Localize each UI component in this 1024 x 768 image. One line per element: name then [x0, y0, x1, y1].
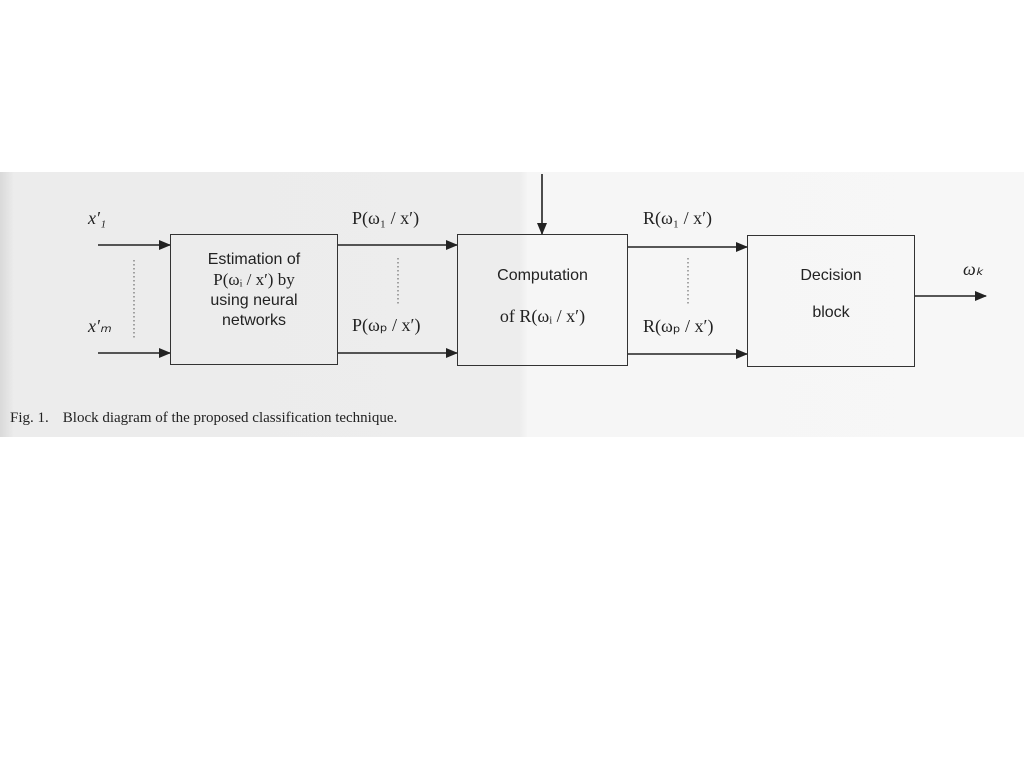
computation-block — [457, 234, 628, 366]
computation-title: Computation — [497, 267, 588, 284]
risk-first-label: R(ω₁ / x′) — [643, 208, 713, 228]
risk-last-label: R(ωₚ / x′) — [643, 316, 714, 336]
decision-title: Decision — [800, 267, 862, 284]
block-diagram-figure: Estimation of P(ωᵢ / x′) by using neural… — [0, 172, 1024, 437]
connection-lines — [98, 174, 987, 359]
estimation-block — [170, 234, 338, 365]
input-last-label: x′ₘ — [88, 316, 112, 336]
decision-subtitle: block — [812, 304, 850, 321]
estimation-line-4: networks — [221, 312, 287, 329]
figure-caption-text: Block diagram of the proposed classifica… — [62, 410, 398, 426]
figure-number: Fig. 1. — [10, 410, 49, 426]
decision-block — [747, 235, 915, 367]
estimation-line-1: Estimation of — [207, 251, 301, 268]
computation-subtitle: of R(ωᵢ / x′) — [499, 306, 586, 326]
input-first-label: x′₁ — [88, 208, 107, 228]
estimation-line-3: using neural — [210, 292, 298, 309]
estimation-block-label: Estimation of P(ωᵢ / x′) by using neural… — [172, 250, 336, 331]
estimation-line-2: P(ωᵢ / x′) by — [213, 270, 295, 289]
prob-last-label: P(ωₚ / x′) — [352, 315, 421, 335]
figure-caption: Fig. 1. Block diagram of the proposed cla… — [10, 410, 397, 427]
output-label: ωₖ — [963, 259, 984, 279]
prob-first-label: P(ω₁ / x′) — [352, 208, 420, 228]
